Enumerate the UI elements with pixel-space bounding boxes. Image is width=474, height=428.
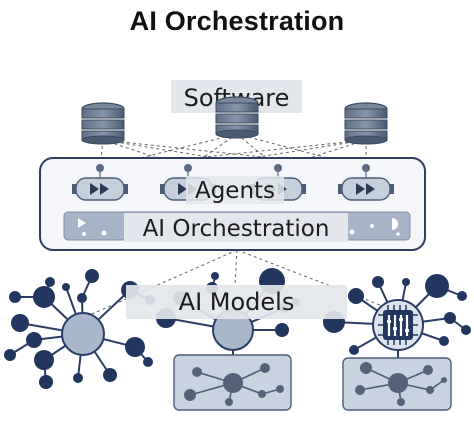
orchestration-bar-pattern: [78, 218, 400, 236]
diagram-title: AI Orchestration: [129, 6, 345, 36]
database-icon: [215, 96, 259, 139]
orchestration-label-bg: [124, 213, 348, 242]
database-icon: [81, 102, 125, 145]
models-label-bg: [126, 285, 347, 319]
orchestration-panel: Agents AI Orchestration: [39, 157, 426, 251]
agents-label-text: Agents: [195, 178, 275, 204]
database-icon: [344, 102, 388, 145]
models-label-text: AI Models: [179, 288, 295, 316]
panel-pins: [96, 164, 370, 172]
agent-icon: [72, 177, 128, 201]
agent-icon: [338, 177, 394, 201]
orchestration-label-text: AI Orchestration: [143, 216, 330, 242]
agents-label-bg: [186, 176, 284, 204]
models-label: AI Models: [126, 285, 347, 319]
model-network-right: [323, 274, 471, 411]
chip-icon: [372, 299, 424, 351]
